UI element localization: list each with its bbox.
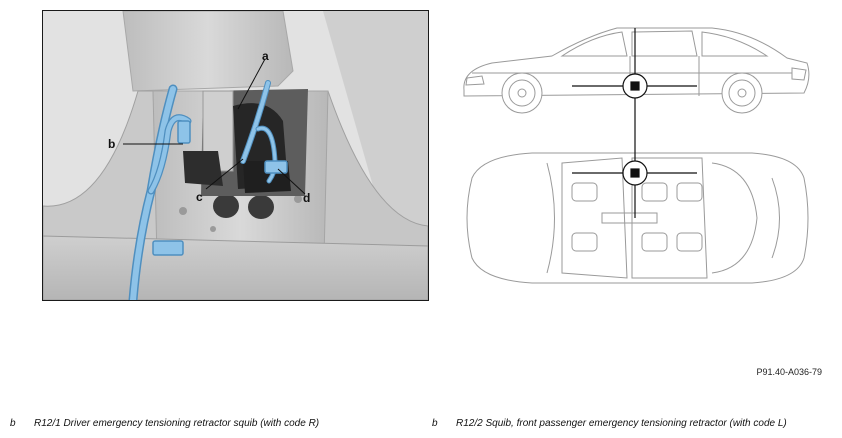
legend-letter: b (10, 418, 16, 429)
squib-connector (264, 160, 288, 174)
vehicle-location-diagram (452, 18, 822, 303)
pillar-hole (213, 194, 239, 218)
squib-connector (152, 240, 184, 256)
legend-text: R12/1 Driver emergency tensioning retrac… (34, 418, 320, 429)
location-marker-icon (572, 143, 697, 218)
figure-reference-code: P91.40-A036-79 (756, 367, 822, 377)
b-pillar-rendering (43, 11, 428, 300)
callout-a: a (262, 49, 269, 63)
callout-b: b (108, 137, 116, 151)
retractor-bracket (183, 151, 223, 186)
sill-panel (43, 235, 428, 300)
component-detail-illustration (42, 10, 429, 301)
legend-letter: b (432, 418, 438, 429)
callout-c: c (196, 190, 203, 204)
pillar-hole (248, 195, 274, 219)
vehicle-top-view (466, 152, 809, 284)
squib-connector (177, 120, 191, 144)
location-marker-icon (572, 28, 697, 143)
upper-trim-panel (122, 11, 294, 92)
legend-text: R12/2 Squib, front passenger emergency t… (456, 418, 787, 429)
vehicle-side-view (463, 27, 810, 114)
callout-d: d (303, 191, 311, 205)
